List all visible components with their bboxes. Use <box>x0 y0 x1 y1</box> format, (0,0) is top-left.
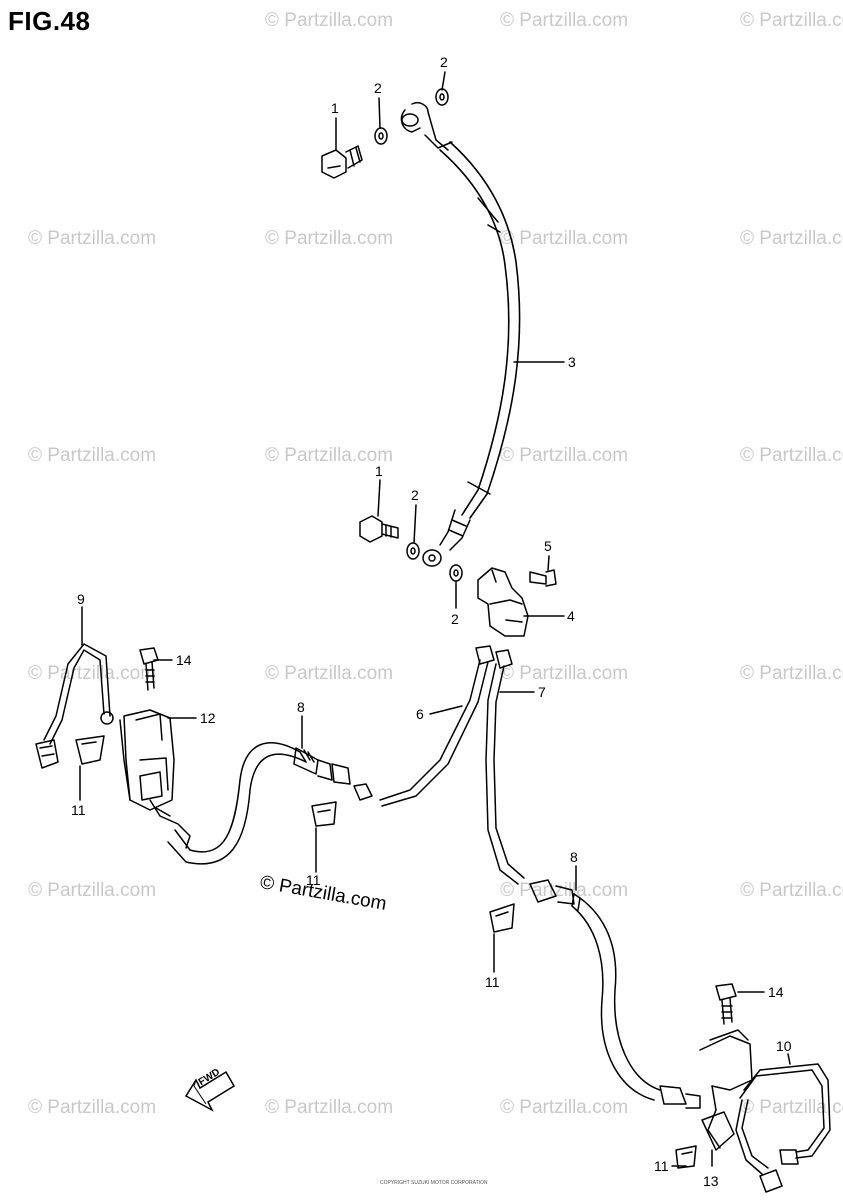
brake-hose-right <box>529 879 701 1109</box>
washer-top-2 <box>435 88 449 106</box>
watermark: © Partzilla.com <box>28 445 157 466</box>
bracket-bolt-right <box>715 983 737 1025</box>
callout-11: 11 <box>306 872 321 888</box>
watermark: © Partzilla.com <box>740 445 843 466</box>
watermark: © Partzilla.com <box>265 228 394 249</box>
callout-12: 12 <box>200 710 216 726</box>
watermark: © Partzilla.com <box>740 228 843 249</box>
watermark: © Partzilla.com <box>500 445 629 466</box>
callout-2: 2 <box>451 611 459 627</box>
washer-middle-1 <box>406 542 420 560</box>
callout-8: 8 <box>297 699 305 715</box>
hose-clamp-11a <box>75 735 105 765</box>
watermark: © Partzilla.com <box>500 663 629 684</box>
callout-2: 2 <box>411 487 419 503</box>
callout-7: 7 <box>538 684 546 700</box>
copyright-note: COPYRIGHT SUZUKI MOTOR CORPORATION <box>380 1180 488 1186</box>
callout-13: 13 <box>703 1173 719 1189</box>
watermark: © Partzilla.com <box>28 880 157 901</box>
callout-10: 10 <box>776 1038 792 1054</box>
watermark: © Partzilla.com <box>28 663 157 684</box>
callout-11: 11 <box>71 802 86 818</box>
watermark: © Partzilla.com <box>500 10 629 31</box>
banjo-bolt-top <box>321 145 363 179</box>
brake-pipe-7 <box>485 649 525 885</box>
brake-pipe-9 <box>35 643 114 769</box>
callout-labels: 1 2 2 3 1 2 5 4 2 9 14 12 8 6 7 11 11 8 … <box>71 54 792 1189</box>
watermark: © Partzilla.com <box>265 10 394 31</box>
forward-arrow-icon <box>184 1070 236 1112</box>
brake-joint <box>477 567 529 637</box>
watermark: © Partzilla.com <box>740 663 843 684</box>
brake-pipe-10 <box>735 1063 831 1193</box>
watermark: © Partzilla.com <box>28 228 157 249</box>
callout-11: 11 <box>654 1158 669 1174</box>
watermark: © Partzilla.com <box>500 880 629 901</box>
watermark: © Partzilla.com <box>265 1097 394 1118</box>
brake-pipe-6 <box>379 645 495 807</box>
watermark: © Partzilla.com <box>740 880 843 901</box>
callout-6: 6 <box>416 706 424 722</box>
callout-2: 2 <box>440 54 448 70</box>
hose-clamp-11c <box>489 903 515 933</box>
watermark: © Partzilla.com <box>265 663 394 684</box>
watermark: © Partzilla.com <box>500 1097 629 1118</box>
hose-clamp-11d <box>675 1145 697 1169</box>
washer-top-1 <box>374 127 388 145</box>
callout-14: 14 <box>176 652 192 668</box>
callout-3: 3 <box>568 354 576 370</box>
bracket-bolt-left <box>139 647 159 691</box>
callout-4: 4 <box>567 608 575 624</box>
callout-11: 11 <box>485 974 500 990</box>
hose-clamp-11b <box>311 801 337 827</box>
watermark: © Partzilla.com <box>740 1097 843 1118</box>
callout-5: 5 <box>544 538 552 554</box>
callout-14: 14 <box>768 984 784 1000</box>
washer-middle-2 <box>449 564 463 582</box>
callout-9: 9 <box>77 591 85 607</box>
watermark: © Partzilla.com <box>28 1097 157 1118</box>
brake-hose-left <box>167 742 373 865</box>
callout-8: 8 <box>570 849 578 865</box>
watermark: © Partzilla.com <box>265 445 394 466</box>
figure-title: FIG.48 <box>8 6 91 36</box>
brake-hose-main <box>400 101 521 567</box>
callout-1: 1 <box>375 463 383 479</box>
caliper-bracket-left <box>119 709 191 849</box>
callout-2: 2 <box>374 80 382 96</box>
callout-1: 1 <box>331 100 339 116</box>
watermark: © Partzilla.com <box>500 228 629 249</box>
watermark: © Partzilla.com <box>740 10 843 31</box>
joint-bolt <box>529 569 557 587</box>
caliper-bracket-right <box>699 1029 753 1151</box>
banjo-bolt-middle <box>359 515 399 543</box>
